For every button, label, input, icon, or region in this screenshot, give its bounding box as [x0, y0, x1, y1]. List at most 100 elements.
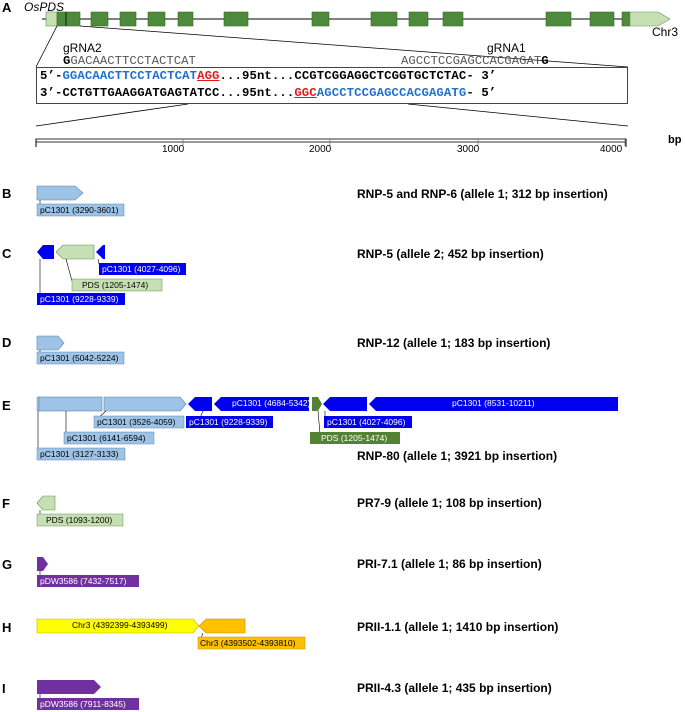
exon-5 [177, 11, 194, 27]
segment-label-c-1: pC1301 (9228-9339) [40, 294, 119, 304]
segment-h-1 [36, 618, 200, 634]
segment-h-2 [198, 618, 246, 634]
utr-3-arrow [629, 11, 671, 27]
panel-g-diagram [37, 557, 139, 587]
segment-label-b-1: pC1301 (3290-3601) [40, 205, 119, 215]
zoom-line-lower-left [35, 103, 189, 127]
panel-i-letter: I [2, 681, 6, 696]
panel-c-title: RNP-5 (allele 2; 452 bp insertion) [357, 247, 544, 261]
sequence-box [36, 67, 628, 104]
exon-10 [442, 11, 464, 27]
panel-c-letter: C [2, 246, 12, 261]
panel-e-diagram [36, 396, 618, 461]
segment-c-1 [37, 245, 54, 259]
segment-label-c-2: PDS (1205-1474) [82, 280, 149, 290]
zoom-line-left [35, 25, 58, 68]
segment-label-e-4: pC1301 (9228-9339) [189, 417, 268, 427]
sequence-bottom-strand: 3’-CCTGTTGAAGGATGAGTATCC...95nt...GGCAGC… [40, 86, 497, 100]
segment-label-e-3: pC1301 (3526-4059) [97, 417, 176, 427]
segment-e-8 [369, 397, 618, 411]
panel-e-title: RNP-80 (allele 1; 3921 bp insertion) [357, 449, 558, 463]
exon-6 [223, 11, 249, 27]
label-box-b-1 [36, 203, 125, 217]
panel-d-diagram [36, 335, 125, 365]
segment-label-h-1: Chr3 (4392399-4393499) [72, 620, 168, 630]
segment-label-e-1: pC1301 (3127-3133) [40, 449, 119, 459]
panel-h-diagram [36, 618, 306, 650]
segment-label-f-1: PDS (1093-1200) [46, 515, 113, 525]
segment-g-1 [37, 557, 48, 571]
panel-b-diagram [36, 185, 125, 217]
exon-9 [408, 11, 429, 27]
exon-4 [147, 11, 166, 27]
exon-8 [370, 11, 398, 27]
sequence-top-strand: 5’-GGACAACTTCCTACTCATAGG...95nt...CCGTCG… [40, 69, 497, 83]
gene-name: OsPDS [24, 0, 65, 14]
panel-i-title: PRII-4.3 (allele 1; 435 bp insertion) [357, 681, 552, 695]
segment-label-e-8: pC1301 (8531-10211) [452, 398, 535, 408]
label-box-h-2 [197, 636, 306, 650]
scale-unit: bp [668, 134, 682, 146]
label-box-d-1 [36, 351, 125, 365]
panel-g-title: PRI-7.1 (allele 1; 86 bp insertion) [357, 557, 542, 571]
panel-b-letter: B [2, 186, 12, 201]
scale-tick-1000: 1000 [162, 144, 185, 155]
segment-c-2 [55, 244, 95, 260]
panel-h-letter: H [2, 620, 12, 635]
segment-label-e-6: PDS (1205-1474) [321, 433, 388, 443]
segment-d-1 [36, 335, 65, 351]
label-box-e-3 [93, 415, 185, 429]
panel-d-letter: D [2, 335, 12, 350]
exon-2 [90, 11, 109, 27]
panel-h-title: PRII-1.1 (allele 1; 1410 bp insertion) [357, 620, 559, 634]
zoom-line-lower-right [407, 103, 629, 127]
panel-f-diagram [36, 495, 124, 527]
segment-i-1 [37, 680, 101, 694]
grna2-name: gRNA2 [63, 41, 102, 55]
label-box-c-3 [99, 263, 186, 275]
gene-structure-diagram [35, 11, 671, 147]
exon-1 [56, 11, 81, 27]
chromosome-label: Chr3 [652, 25, 679, 39]
segment-e-7 [323, 397, 367, 411]
panel-c-diagram [37, 244, 186, 305]
exon-12 [589, 11, 615, 27]
segment-e-6 [312, 397, 322, 411]
segment-label-c-3: pC1301 (4027-4096) [102, 264, 181, 274]
label-box-g-1 [37, 575, 139, 587]
segment-b-1 [36, 185, 84, 201]
grna1-name: gRNA1 [487, 41, 526, 55]
panel-e-letter: E [2, 398, 11, 413]
scale-tick-2000: 2000 [309, 144, 332, 155]
scale-tick-3000: 3000 [457, 144, 480, 155]
segment-label-h-2: Chr3 (4393502-4393810) [200, 638, 296, 648]
segment-label-d-1: pC1301 (5042-5224) [40, 353, 119, 363]
panel-f-letter: F [2, 496, 10, 511]
label-box-e-1 [36, 447, 126, 461]
segment-label-g-1: pDW3586 (7432-7517) [40, 576, 127, 586]
segment-label-e-2: pC1301 (6141-6594) [67, 433, 146, 443]
panel-d-title: RNP-12 (allele 1; 183 bp insertion) [357, 336, 551, 350]
panel-g-letter: G [2, 557, 13, 572]
segment-e-4 [188, 397, 212, 411]
label-box-i-1 [37, 698, 139, 710]
scale-bar [35, 138, 627, 147]
segment-f-1 [36, 495, 56, 511]
grna1-sequence: AGCCTCCGAGCCACGAGATG [401, 54, 549, 68]
grna2-sequence: GGACAACTTCCTACTCAT [63, 54, 196, 68]
exon-3 [119, 11, 137, 27]
panel-f-title: PR7-9 (allele 1; 108 bp insertion) [357, 496, 542, 510]
panel-b-title: RNP-5 and RNP-6 (allele 1; 312 bp insert… [357, 187, 608, 201]
exon-7 [311, 11, 330, 27]
segment-label-e-5: pC1301 (4684-5342) [232, 398, 311, 408]
segment-label-i-1: pDW3586 (7911-8345) [40, 699, 126, 709]
panel-a-letter: A [2, 0, 12, 15]
segment-e-5 [214, 397, 309, 411]
label-box-e-7 [324, 416, 412, 428]
segment-label-e-7: pC1301 (4027-4096) [327, 417, 406, 427]
scale-tick-4000: 4000 [600, 144, 623, 155]
segment-c-3 [96, 245, 105, 259]
label-box-f-1 [36, 513, 124, 527]
zoom-line-right [79, 25, 629, 68]
label-box-e-4 [186, 416, 273, 428]
